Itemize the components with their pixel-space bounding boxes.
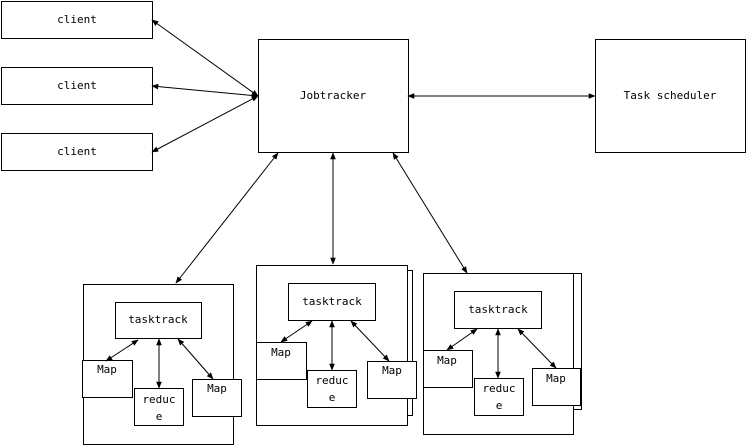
jobtracker-node3-arrow bbox=[392, 152, 468, 274]
tasktracker-map-right-arrow bbox=[350, 320, 390, 362]
reduce-label-line2: e bbox=[496, 399, 503, 412]
map-box-left bbox=[423, 350, 473, 388]
client-box-3: client bbox=[1, 133, 153, 171]
reduce-label-line1: reduc bbox=[142, 393, 175, 406]
tasktracker-box bbox=[288, 283, 376, 321]
reduce-label-line1: reduc bbox=[482, 382, 515, 395]
map-label-left: Map bbox=[437, 354, 457, 367]
tasktracker-node-3: tasktrack Map reduc e Map bbox=[423, 273, 582, 435]
tasktracker-map-right-arrow bbox=[517, 328, 557, 369]
map-label-right: Map bbox=[207, 382, 227, 395]
task-scheduler-label: Task scheduler bbox=[624, 89, 717, 102]
jobtracker-label: Jobtracker bbox=[300, 89, 367, 102]
client-label-2: client bbox=[57, 79, 97, 92]
tasktracker-box bbox=[454, 291, 542, 329]
map-box-right bbox=[367, 361, 417, 399]
tasktracker-label: tasktrack bbox=[302, 295, 362, 308]
reduce-label-line1: reduc bbox=[315, 374, 348, 387]
jobtracker-box: Jobtracker bbox=[258, 39, 409, 153]
client-label-1: client bbox=[57, 13, 97, 26]
map-box-right bbox=[192, 379, 242, 417]
tasktracker-map-left-arrow bbox=[280, 320, 313, 343]
tasktracker-box bbox=[115, 302, 202, 339]
tasktracker-map-left-arrow bbox=[105, 339, 139, 362]
map-label-left: Map bbox=[97, 363, 117, 376]
map-label-left: Map bbox=[271, 346, 291, 359]
tasktracker-map-right-arrow bbox=[177, 338, 214, 380]
reduce-box bbox=[134, 388, 184, 426]
jobtracker-node1-arrow bbox=[175, 152, 279, 284]
client2-jobtracker-arrow bbox=[151, 83, 259, 99]
tasktracker-label: tasktrack bbox=[468, 303, 528, 316]
client1-jobtracker-arrow bbox=[151, 19, 259, 97]
map-box-left bbox=[256, 342, 307, 380]
reduce-box bbox=[307, 370, 357, 408]
client3-jobtracker-arrow bbox=[151, 95, 259, 153]
client-label-3: client bbox=[57, 145, 97, 158]
map-box-left bbox=[82, 360, 133, 398]
client-box-1: client bbox=[1, 1, 153, 39]
map-label-right: Map bbox=[546, 372, 566, 385]
task-scheduler-box: Task scheduler bbox=[595, 39, 746, 153]
tasktracker-label: tasktrack bbox=[128, 313, 188, 326]
map-box-right bbox=[532, 368, 581, 406]
map-label-right: Map bbox=[382, 364, 402, 377]
tasktracker-node-1: tasktrack Map reduc e Map bbox=[82, 284, 242, 445]
client-box-2: client bbox=[1, 67, 153, 105]
tasktracker-map-left-arrow bbox=[446, 328, 478, 351]
reduce-label-line2: e bbox=[329, 391, 336, 404]
tasktracker-node-2: tasktrack Map reduc e Map bbox=[256, 265, 417, 426]
reduce-label-line2: e bbox=[156, 410, 163, 423]
reduce-box bbox=[474, 378, 524, 416]
